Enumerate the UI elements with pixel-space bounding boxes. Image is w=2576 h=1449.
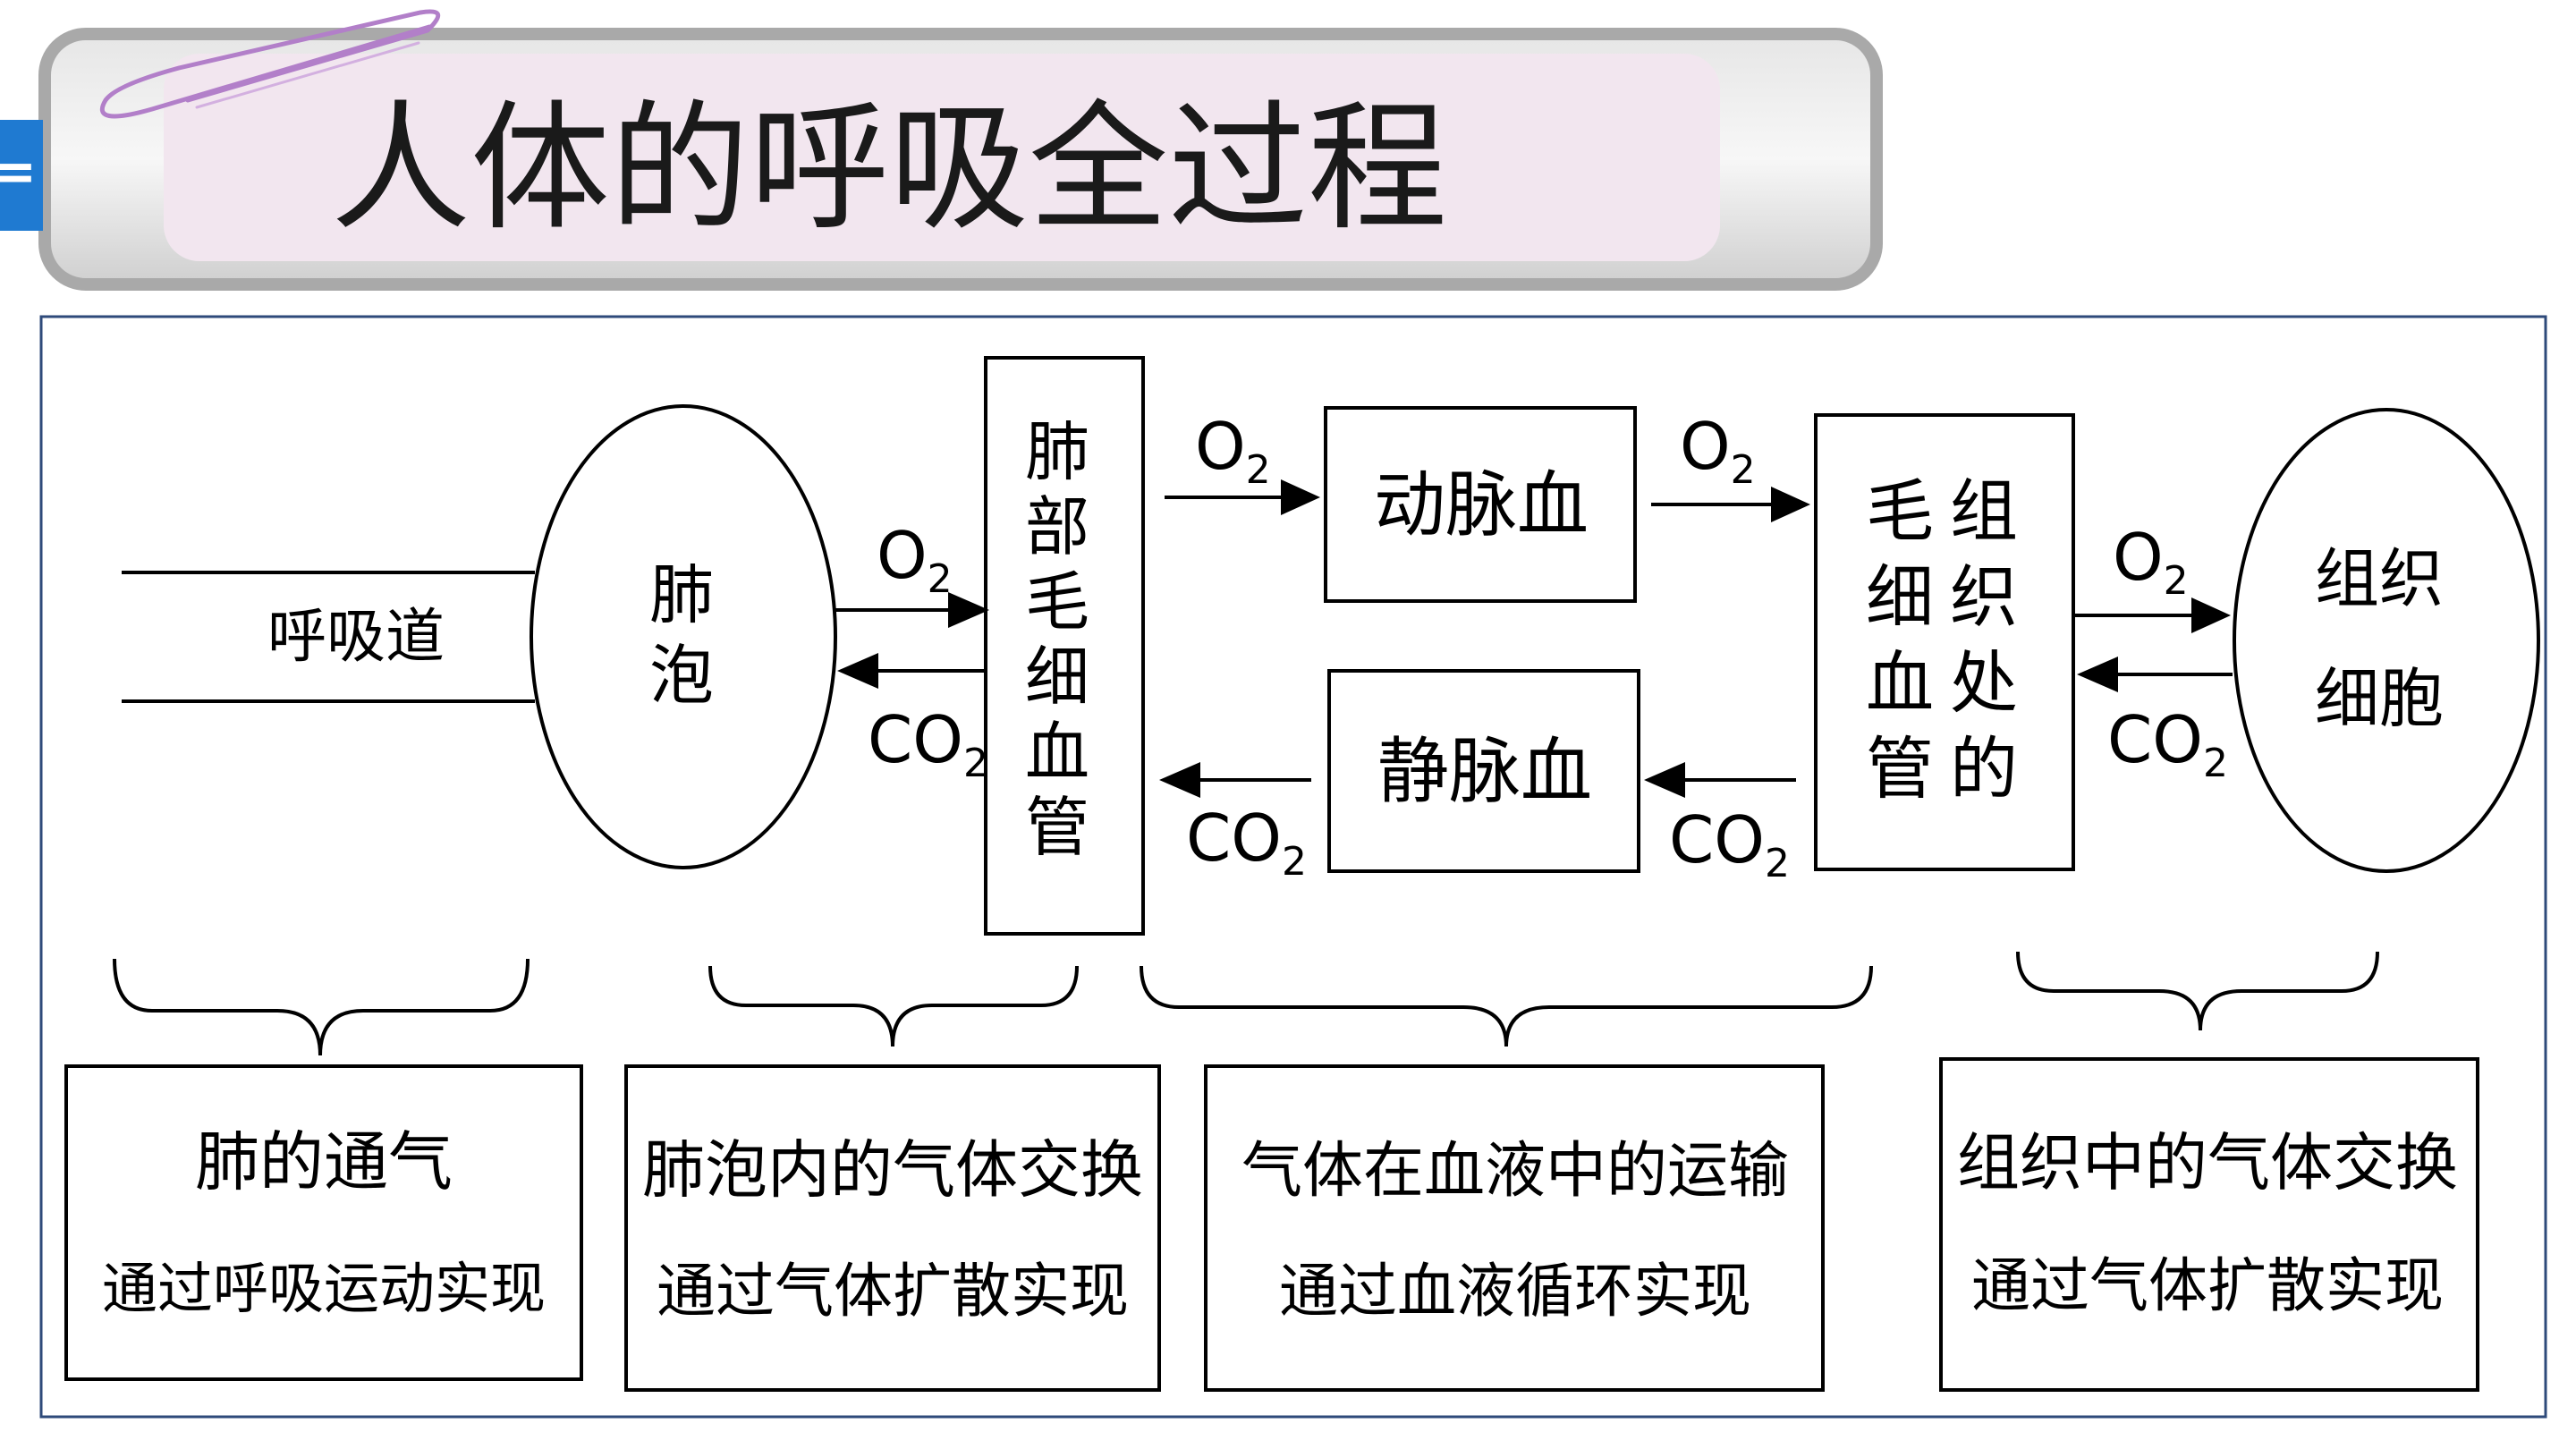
stage-title-blood-transport: 气体在血液中的运输 [1241, 1136, 1789, 1207]
stage-box-ventilation [64, 1064, 583, 1381]
gas-label-o2: O2 [1195, 409, 1271, 493]
paperclip-icon [99, 9, 441, 119]
alveolus-label-char-2: 泡 [649, 638, 714, 713]
arrow-o2-alveolus-to-capillary [835, 592, 989, 628]
arrow-co2-from-tissue-cell [2077, 657, 2233, 692]
title-banner [38, 28, 1883, 291]
gas-label-co2: CO2 [1669, 802, 1790, 886]
tissue-cell-label-line-2: 细胞 [2315, 661, 2444, 736]
stage-box-tissue-exchange [1939, 1057, 2479, 1392]
stage-method-alveolar-exchange: 通过气体扩散实现 [657, 1257, 1129, 1326]
arterial-blood-box [1324, 406, 1637, 603]
brace-blood-transport [1140, 965, 1873, 1047]
tissue-capillary-col2-char-1: 组 [1950, 471, 2018, 551]
stage-box-blood-transport [1204, 1064, 1825, 1392]
lung-capillary-char-5: 血 [1025, 715, 1089, 790]
brace-tissue-exchange [2016, 951, 2379, 1031]
tissue-capillary-col1-char-4: 管 [1866, 729, 1934, 809]
airway-label: 呼吸道 [267, 602, 445, 671]
arrow-co2-from-venous-blood [1159, 762, 1311, 798]
tissue-capillary-box [1814, 413, 2075, 871]
gas-label-co2: CO2 [2107, 702, 2228, 786]
arrow-co2-to-venous-blood [1644, 762, 1796, 798]
arrow-o2-to-arterial-blood [1165, 479, 1320, 515]
page-title: 人体的呼吸全过程 [331, 87, 1447, 250]
tissue-capillary-col1-char-2: 细 [1866, 557, 1934, 637]
stage-method-blood-transport: 通过血液循环实现 [1279, 1257, 1751, 1326]
tissue-capillary-col1-char-3: 血 [1866, 643, 1934, 723]
slide-nav-tab-glyph: = [0, 140, 37, 203]
arterial-blood-label: 动脉血 [1374, 463, 1589, 547]
gas-label-o2: O2 [2113, 520, 2189, 604]
stage-method-ventilation: 通过呼吸运动实现 [102, 1256, 546, 1321]
tissue-cell-circle [2233, 408, 2540, 873]
stage-method-tissue-exchange: 通过气体扩散实现 [1971, 1251, 2444, 1320]
slide-nav-tab[interactable]: = [0, 120, 43, 231]
arrow-o2-to-tissue-cell [2075, 597, 2231, 633]
tissue-capillary-col2-char-3: 处 [1950, 643, 2018, 723]
venous-blood-label: 静脉血 [1377, 730, 1592, 813]
lung-capillary-char-1: 肺 [1025, 414, 1089, 489]
alveolus-circle [530, 404, 837, 869]
lung-capillary-char-6: 管 [1025, 790, 1089, 865]
stage-title-alveolar-exchange: 肺泡内的气体交换 [642, 1133, 1143, 1207]
tissue-capillary-col2-char-2: 织 [1950, 557, 2018, 637]
arrow-o2-to-tissue-capillary [1651, 487, 1810, 522]
gas-label-co2: CO2 [868, 702, 988, 786]
gas-label-o2: O2 [1680, 409, 1756, 493]
lung-capillary-box [984, 356, 1145, 936]
respiration-diagram [64, 356, 2540, 1392]
stage-title-tissue-exchange: 组织中的气体交换 [1957, 1126, 2458, 1199]
gas-label-o2: O2 [877, 518, 953, 602]
alveolus-label-char-1: 肺 [649, 557, 714, 632]
venous-blood-box [1327, 669, 1640, 873]
arrow-co2-capillary-to-alveolus [837, 653, 984, 689]
brace-alveolar-exchange [708, 965, 1079, 1047]
lung-capillary-char-3: 毛 [1025, 564, 1089, 640]
tissue-cell-label-line-1: 组织 [2315, 541, 2444, 616]
brace-ventilation [113, 958, 530, 1056]
gas-label-co2: CO2 [1186, 801, 1307, 885]
tissue-capillary-col1-char-1: 毛 [1866, 471, 1934, 551]
lung-capillary-char-4: 细 [1025, 640, 1089, 715]
stage-title-ventilation: 肺的通气 [195, 1124, 453, 1199]
tissue-capillary-col2-char-4: 的 [1950, 729, 2018, 809]
lung-capillary-char-2: 部 [1025, 489, 1089, 564]
stage-box-alveolar-exchange [624, 1064, 1161, 1392]
